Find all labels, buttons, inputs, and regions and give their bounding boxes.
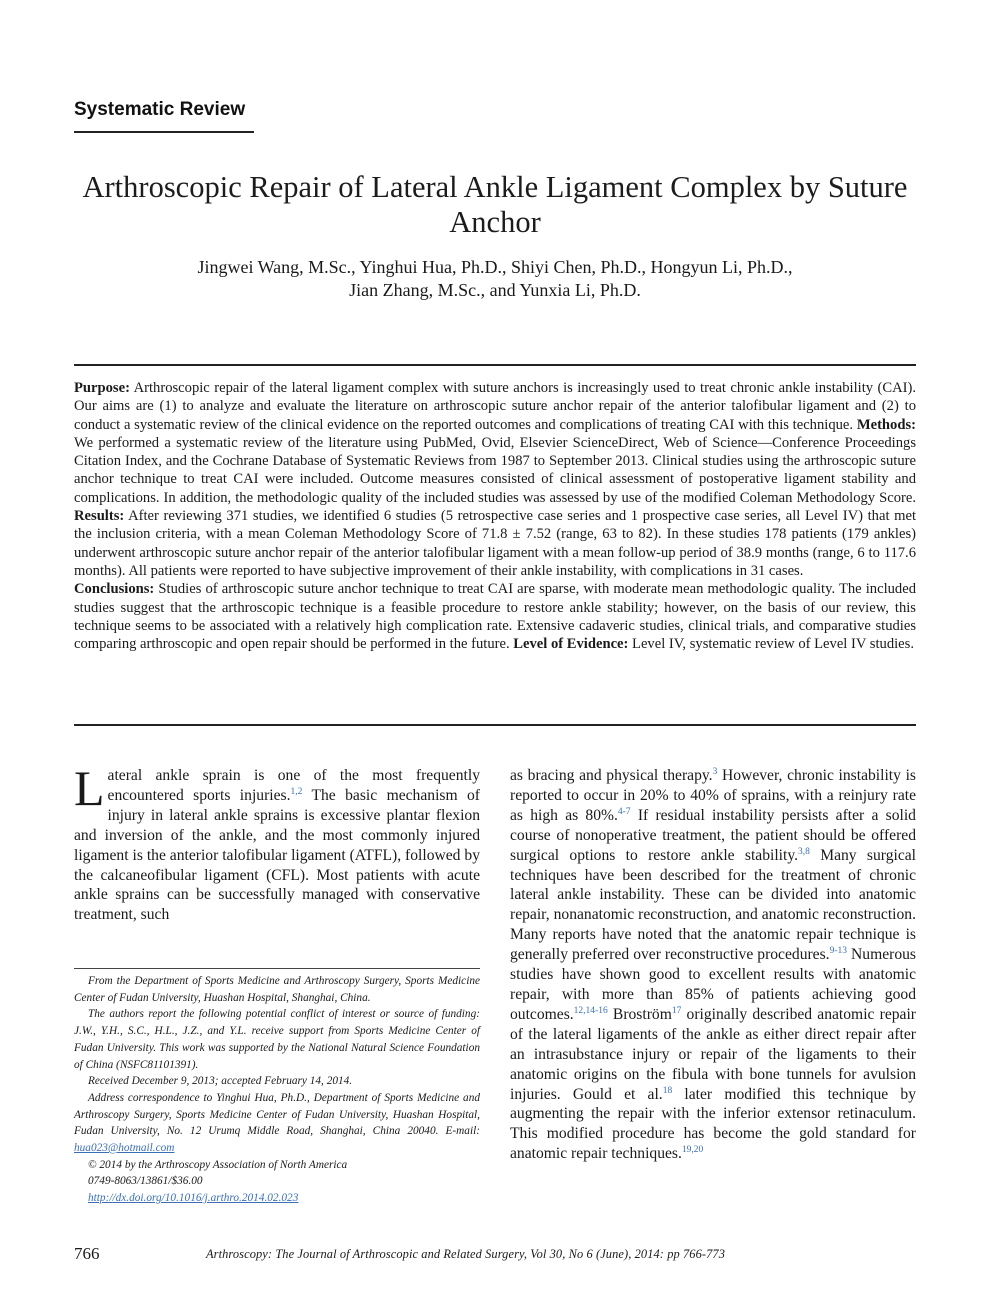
reference-link[interactable]: 12,14-16 — [573, 1005, 608, 1016]
abstract-bottom-rule — [74, 724, 916, 726]
conclusions-text: Studies of arthroscopic suture anchor te… — [74, 581, 916, 653]
correspondence-text: Address correspondence to Yinghui Hua, P… — [74, 1091, 480, 1138]
email-link[interactable]: hua023@hotmail.com — [74, 1142, 175, 1155]
footnote-correspondence: Address correspondence to Yinghui Hua, P… — [74, 1090, 480, 1157]
conclusions-label: Conclusions: — [74, 581, 155, 598]
running-footer: Arthroscopy: The Journal of Arthroscopic… — [206, 1247, 725, 1261]
reference-link[interactable]: 9-13 — [829, 945, 847, 956]
drop-cap: L — [74, 760, 105, 816]
author-list: Jingwei Wang, M.Sc., Yinghui Hua, Ph.D.,… — [74, 256, 916, 302]
body-text: originally described anatomic repair of … — [510, 1005, 916, 1103]
doi-link[interactable]: http://dx.doi.org/10.1016/j.arthro.2014.… — [88, 1192, 299, 1205]
section-rule — [74, 131, 254, 133]
author-line-1: Jingwei Wang, M.Sc., Yinghui Hua, Ph.D.,… — [197, 257, 793, 277]
footnote-copyright: © 2014 by the Arthroscopy Association of… — [88, 1158, 348, 1171]
reference-link[interactable]: 1,2 — [290, 786, 303, 797]
purpose-label: Purpose: — [74, 380, 130, 396]
results-text: After reviewing 371 studies, we identifi… — [74, 508, 916, 579]
reference-link[interactable]: 17 — [671, 1005, 682, 1016]
abstract-top-rule — [74, 364, 916, 366]
footnote-issn: 0749-8063/13861/$36.00 — [88, 1175, 203, 1188]
footnote-conflict: The authors report the following potenti… — [74, 1008, 480, 1071]
footnote-doi: http://dx.doi.org/10.1016/j.arthro.2014.… — [74, 1190, 480, 1207]
reference-link[interactable]: 18 — [662, 1085, 673, 1096]
level-of-evidence-text: Level IV, systematic review of Level IV … — [628, 636, 914, 653]
footnote-affiliation: From the Department of Sports Medicine a… — [74, 975, 480, 1004]
body-text: The basic mechanism of injury in lateral… — [74, 786, 480, 924]
body-text: However, chronic instability is reported… — [510, 767, 916, 824]
body-text: If residual instability persists after a… — [510, 806, 916, 864]
footnote-rule — [74, 968, 480, 969]
article-title: Arthroscopic Repair of Lateral Ankle Lig… — [82, 170, 908, 239]
body-column-right: as bracing and physical therapy.3 Howeve… — [510, 766, 916, 1164]
reference-link[interactable]: 19,20 — [681, 1145, 704, 1156]
level-of-evidence-label: Level of Evidence: — [513, 636, 629, 653]
body-text: as bracing and physical therapy. — [510, 767, 713, 784]
reference-link[interactable]: 3,8 — [798, 846, 810, 857]
page-number: 766 — [74, 1244, 100, 1263]
body-text: Many surgical techniques have been descr… — [510, 846, 916, 964]
section-label: Systematic Review — [74, 99, 246, 120]
results-label: Results: — [74, 508, 125, 525]
author-line-2: Jian Zhang, M.Sc., and Yunxia Li, Ph.D. — [349, 280, 641, 300]
reference-link[interactable]: 4-7 — [617, 806, 631, 817]
reference-link[interactable]: 3 — [712, 766, 718, 777]
purpose-text: Arthroscopic repair of the lateral ligam… — [74, 380, 916, 433]
body-text: Broström — [607, 1005, 672, 1023]
footnotes: From the Department of Sports Medicine a… — [74, 973, 480, 1207]
body-text: later modified this technique by augment… — [510, 1085, 916, 1163]
body-text: ateral ankle sprain is one of the most f… — [107, 767, 480, 804]
footnote-received: Received December 9, 2013; accepted Febr… — [88, 1075, 353, 1088]
abstract: Purpose: Arthroscopic repair of the late… — [74, 379, 916, 653]
body-text: Numerous studies have shown good to exce… — [510, 946, 916, 1023]
methods-text: We performed a systematic review of the … — [74, 434, 916, 506]
methods-label: Methods: — [856, 416, 916, 433]
